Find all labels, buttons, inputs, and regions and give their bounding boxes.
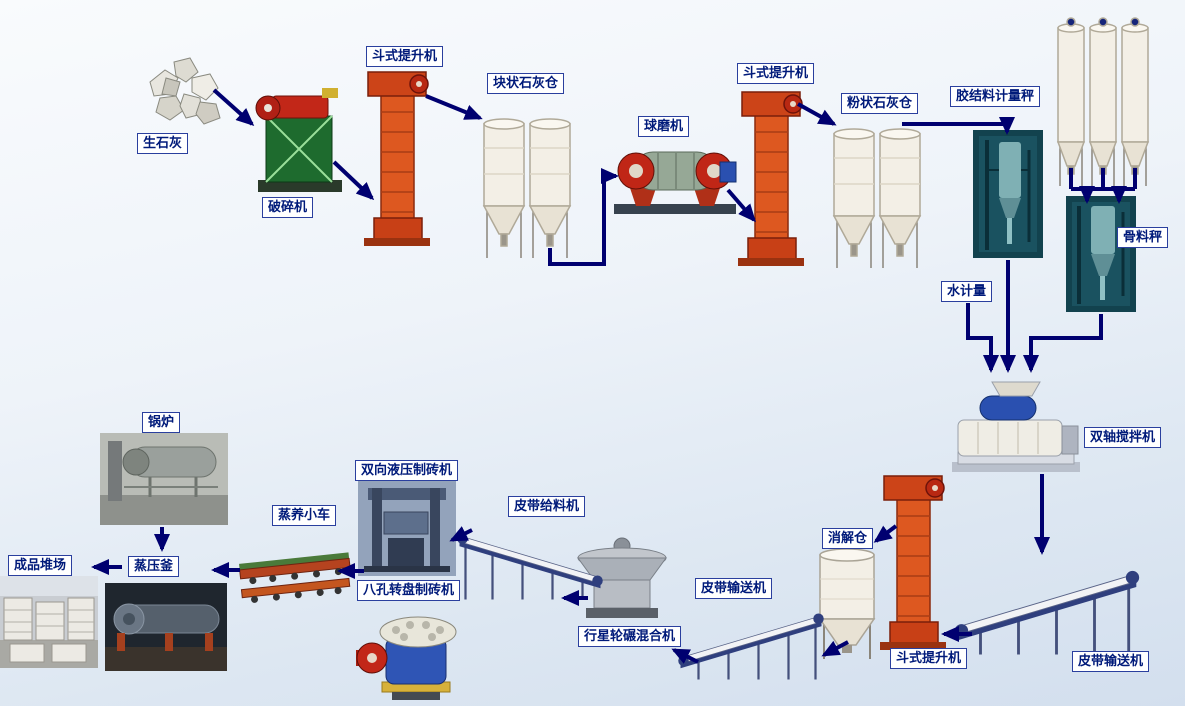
aggregate-scale-image	[1066, 196, 1136, 312]
binder-scale-label: 胶结料计量秤	[950, 86, 1041, 107]
hydraulic-brick-press-image	[358, 478, 456, 576]
water-meter-label: 水计量	[941, 281, 993, 302]
steam-curing-cart-image	[238, 548, 354, 608]
bucket-elevator-3-image	[872, 470, 956, 652]
ball-mill-label: 球磨机	[638, 116, 690, 137]
digestion-silo-label: 消解仓	[822, 528, 874, 549]
bucket-elevator-2-label: 斗式提升机	[737, 63, 815, 84]
quicklime-label: 生石灰	[137, 133, 189, 154]
arrow-aggregate-to-mixer	[1023, 314, 1103, 373]
boiler-image	[100, 433, 228, 525]
boiler-label: 锅炉	[142, 412, 181, 433]
binder-scale-image	[973, 130, 1043, 258]
twin-shaft-mixer-image	[950, 378, 1082, 474]
twin-shaft-mixer-label: 双轴搅拌机	[1084, 427, 1162, 448]
aggregate-scale-label: 骨料秤	[1117, 227, 1169, 248]
autoclave-label: 蒸压釜	[128, 556, 180, 577]
quicklime-image	[140, 52, 232, 130]
belt-feeder-label: 皮带给料机	[508, 496, 586, 517]
bucket-elevator-1-label: 斗式提升机	[366, 46, 444, 67]
lump-lime-silo-image	[482, 108, 574, 266]
hydraulic-brick-press-label: 双向液压制砖机	[355, 460, 459, 481]
belt-conveyor-2-image	[676, 596, 826, 688]
rotary-brick-press-label: 八孔转盘制砖机	[357, 580, 461, 601]
steam-curing-cart-label: 蒸养小车	[272, 505, 337, 526]
planetary-mixer-image	[572, 534, 672, 628]
bucket-elevator-3-label: 斗式提升机	[890, 648, 968, 669]
ball-mill-image	[612, 138, 738, 218]
planetary-mixer-label: 行星轮碾混合机	[578, 626, 682, 647]
belt-conveyor-1-label: 皮带输送机	[1072, 651, 1150, 672]
belt-conveyor-2-label: 皮带输送机	[695, 578, 773, 599]
bucket-elevator-1-image	[356, 66, 440, 248]
crusher-label: 破碎机	[262, 197, 314, 218]
product-yard-image	[0, 576, 98, 668]
rotary-brick-press-image	[352, 598, 462, 704]
crusher-image	[252, 82, 348, 198]
powder-lime-silo-label: 粉状石灰仓	[841, 93, 919, 114]
arrow-water-to-mixer	[966, 303, 999, 373]
bucket-elevator-2-image	[730, 86, 814, 268]
powder-lime-silo-image	[832, 118, 924, 276]
product-yard-label: 成品堆场	[8, 555, 73, 576]
belt-conveyor-1-image	[952, 552, 1142, 662]
aggregate-silos-image	[1056, 14, 1150, 192]
lump-lime-silo-label: 块状石灰仓	[487, 73, 565, 94]
autoclave-image	[105, 583, 227, 671]
belt-feeder-image	[455, 516, 605, 608]
